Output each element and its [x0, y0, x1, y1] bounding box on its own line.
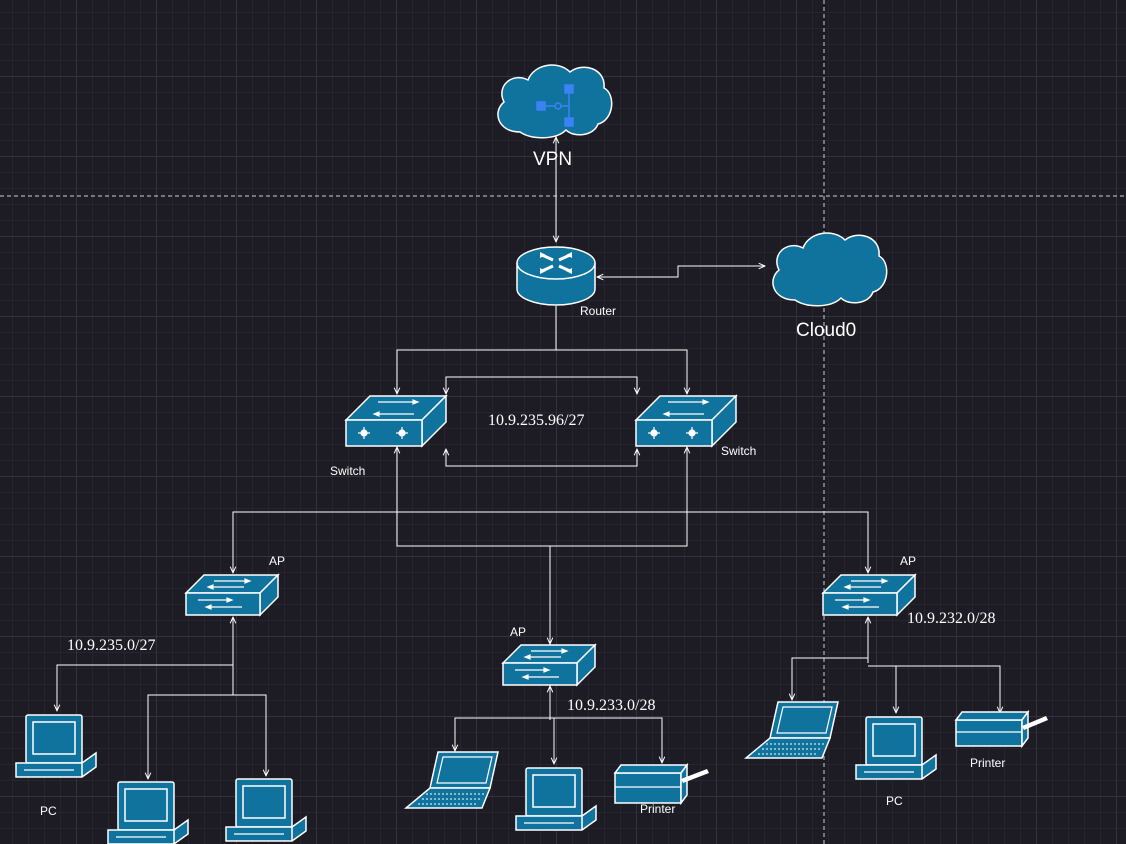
subnet-right-label: 10.9.232.0/28: [907, 610, 996, 627]
link-switch-left-down: [397, 447, 550, 547]
link-switch-top: [446, 376, 637, 394]
subnet-mid-label: 10.9.233.0/28: [567, 697, 656, 714]
printer-mid-label: Printer: [640, 802, 676, 816]
laptop-right-icon: [743, 701, 839, 759]
printer-right-label: Printer: [970, 756, 1006, 770]
cloud0-icon: [772, 232, 888, 307]
pc-right-label: PC: [886, 794, 903, 808]
switch-left-label: Switch: [330, 464, 366, 478]
connections: [57, 137, 1000, 779]
printer-right-icon: [954, 709, 1048, 749]
link-router-switch-right: [556, 349, 687, 394]
pc-left-2-icon: [107, 781, 189, 844]
switch-right-label: Switch: [721, 444, 757, 458]
ap-mid-icon: [501, 643, 597, 687]
printer-mid-icon: [613, 762, 709, 806]
subnet-core-label: 10.9.235.96/27: [488, 412, 585, 429]
ap-right-label: AP: [900, 554, 917, 568]
router-label: Router: [580, 304, 617, 318]
router-icon: [516, 246, 596, 306]
ap-left-label: AP: [269, 554, 286, 568]
ap-left-icon: [184, 573, 280, 617]
pc-left-icon: [15, 714, 97, 778]
vpn-label: VPN: [533, 149, 573, 170]
pc-right-icon: [855, 716, 937, 780]
pc-mid-icon: [515, 767, 597, 831]
vpn-cloud-icon: [497, 64, 613, 139]
link-switch-right-down: [550, 447, 687, 547]
link-ap-left: [233, 511, 687, 573]
ap-right-icon: [821, 573, 917, 617]
ap-mid-label: AP: [510, 625, 527, 639]
laptop-mid-icon: [403, 751, 499, 809]
pc-left-label: PC: [40, 804, 57, 818]
switch-left-icon: [344, 394, 448, 448]
link-switch-bottom: [446, 449, 637, 467]
switch-right-icon: [634, 394, 738, 448]
subnet-left-label: 10.9.235.0/27: [67, 637, 156, 654]
link-router-cloud: [597, 266, 765, 277]
link-ap-right: [687, 511, 868, 573]
link-router-switch-left: [397, 349, 556, 394]
cloud0-label: Cloud0: [796, 320, 857, 341]
pc-left-3-icon: [225, 778, 307, 842]
